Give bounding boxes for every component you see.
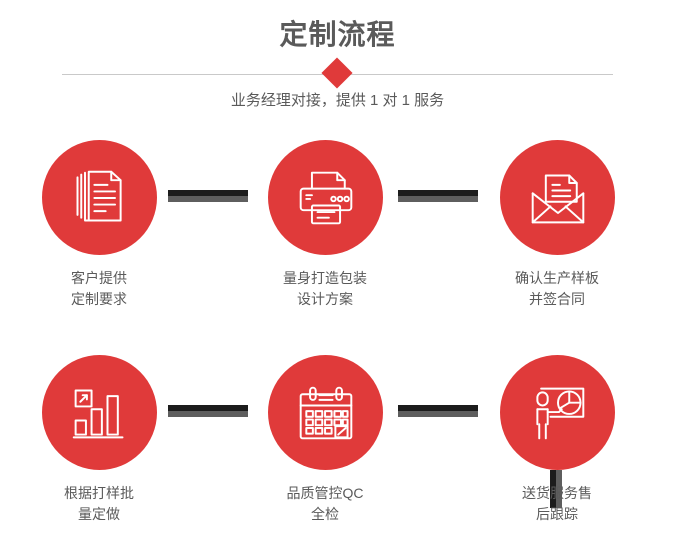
connector-bar-light	[168, 196, 248, 202]
flow-step-2[interactable]: 量身打造包装 设计方案	[240, 140, 410, 335]
connector-bar-dark	[398, 190, 478, 196]
connector-step3-step6	[550, 470, 562, 508]
step-icon-badge	[42, 140, 157, 255]
process-flow: 客户提供 定制要求 量身打造包装 设计方案	[0, 140, 675, 550]
presenter-pie-chart-icon	[535, 387, 584, 439]
step-label: 量身打造包装 设计方案	[283, 270, 367, 307]
documents-stack-icon	[76, 170, 122, 221]
connector-bar-dark	[550, 470, 556, 508]
connector-bar-light	[398, 411, 478, 417]
flow-step-6[interactable]: 送货服务售 后跟踪	[472, 355, 642, 550]
page-title: 定制流程	[279, 19, 396, 50]
flow-step-3[interactable]: 确认生产样板 并签合同	[472, 140, 642, 335]
flow-step-4[interactable]: 根据打样批 量定做	[14, 355, 184, 550]
connector-bar-dark	[168, 405, 248, 411]
connector-bar-light	[556, 470, 562, 508]
step-icon-badge	[500, 140, 615, 255]
step-label: 根据打样批 量定做	[64, 485, 134, 522]
step-icon-badge	[268, 355, 383, 470]
connector-step5-step6	[398, 405, 478, 417]
connector-step1-step2	[168, 190, 248, 202]
calendar-check-icon	[299, 386, 352, 439]
step-icon-badge	[268, 140, 383, 255]
step-label: 客户提供 定制要求	[71, 270, 127, 307]
bar-chart-growth-icon	[72, 389, 123, 438]
flow-step-5[interactable]: 品质管控QC 全检	[240, 355, 410, 550]
step-label: 确认生产样板 并签合同	[515, 270, 599, 307]
flow-row-1: 客户提供 定制要求 量身打造包装 设计方案	[0, 140, 675, 330]
connector-step4-step5	[168, 405, 248, 417]
printer-icon	[299, 171, 352, 224]
envelope-document-icon	[531, 174, 584, 223]
connector-bar-light	[398, 196, 478, 202]
connector-bar-dark	[168, 190, 248, 196]
connector-bar-dark	[398, 405, 478, 411]
connector-step2-step3	[398, 190, 478, 202]
step-label: 品质管控QC 全检	[286, 485, 364, 522]
connector-bar-light	[168, 411, 248, 417]
page-subtitle: 业务经理对接，提供 1 对 1 服务	[230, 92, 445, 109]
step-icon-badge	[42, 355, 157, 470]
step-icon-badge	[500, 355, 615, 470]
flow-step-1[interactable]: 客户提供 定制要求	[14, 140, 184, 335]
flow-row-2: 根据打样批 量定做	[0, 355, 675, 545]
step-label: 送货服务售 后跟踪	[522, 485, 592, 522]
page-header: 定制流程 业务经理对接，提供 1 对 1 服务	[0, 0, 675, 130]
